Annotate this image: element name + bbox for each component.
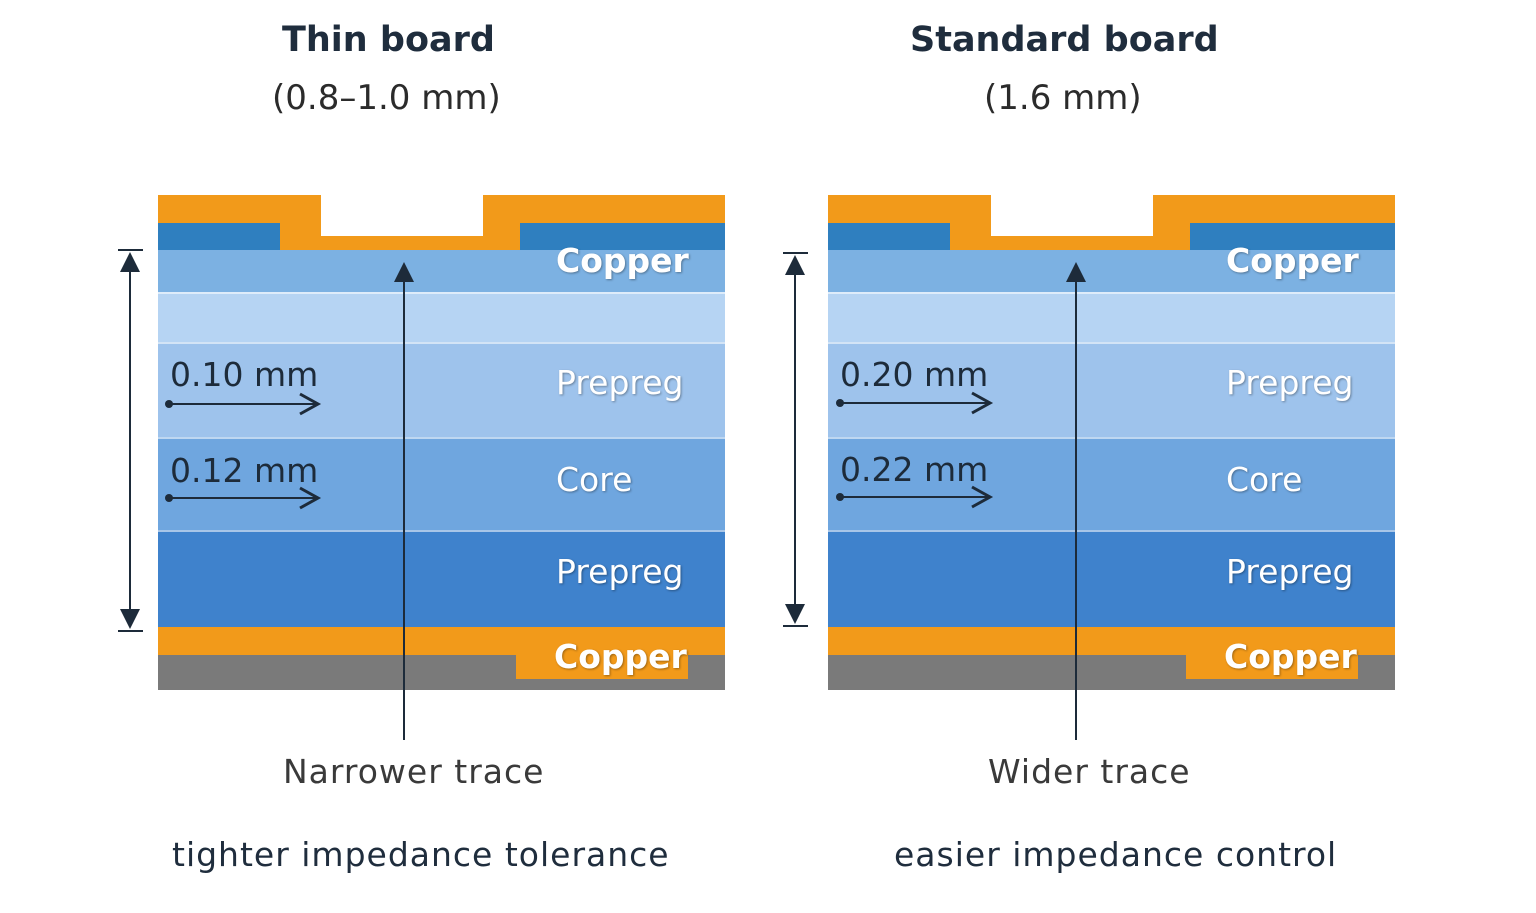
narrower-trace-label: Narrower trace xyxy=(283,752,545,791)
prepreg-layer-bottom xyxy=(828,530,1395,627)
prepreg-bottom-label: Prepreg xyxy=(1226,552,1354,591)
copper-layer-bottom xyxy=(828,627,1395,655)
core-label: Core xyxy=(556,460,633,499)
layer-divider xyxy=(158,292,725,294)
prepreg-bottom-label: Prepreg xyxy=(556,552,684,591)
layer-divider xyxy=(828,342,1395,344)
layer-divider xyxy=(158,437,725,439)
top-dielectric-strip-left xyxy=(158,223,280,250)
top-copper-pad-right xyxy=(483,195,725,223)
thin-board-note: tighter impedance tolerance xyxy=(172,835,670,874)
standard-board-panel: Standard board (1.6 mm) Copper Prepreg C… xyxy=(700,0,1400,913)
top-dielectric-strip-right xyxy=(1190,223,1395,250)
copper-top-label: Copper xyxy=(556,241,689,280)
copper-layer-top xyxy=(158,250,725,292)
prepreg-top-label: Prepreg xyxy=(556,363,684,402)
bottom-copper-tab xyxy=(1186,651,1358,679)
prepreg-layer-bottom xyxy=(158,530,725,627)
trace-gap xyxy=(321,223,483,236)
standard-board-stackup: Copper Prepreg Core Prepreg Copper 0.20 … xyxy=(828,195,1395,690)
copper-layer-bottom xyxy=(158,627,725,655)
copper-top-label: Copper xyxy=(1226,241,1359,280)
light-dielectric-layer xyxy=(158,292,725,342)
prepreg-layer-top xyxy=(158,342,725,437)
copper-layer-top xyxy=(828,250,1395,292)
core-layer xyxy=(158,437,725,530)
core-label: Core xyxy=(1226,460,1303,499)
layer-divider xyxy=(828,292,1395,294)
layer-divider xyxy=(828,437,1395,439)
layer-divider xyxy=(828,530,1395,532)
bottom-copper-tab xyxy=(516,651,688,679)
prepreg-top-label: Prepreg xyxy=(1226,363,1354,402)
prepreg-layer-top xyxy=(828,342,1395,437)
top-dielectric-strip-right xyxy=(520,223,725,250)
core-layer xyxy=(828,437,1395,530)
prepreg-thickness-label: 0.10 mm xyxy=(170,355,319,394)
top-copper-pad-right xyxy=(1153,195,1395,223)
top-copper-pad-left xyxy=(828,195,991,223)
standard-board-title: Standard board xyxy=(910,20,1219,60)
trace-gap xyxy=(991,223,1153,236)
core-thickness-label: 0.22 mm xyxy=(840,450,989,489)
standard-board-note: easier impedance control xyxy=(894,835,1338,874)
light-dielectric-layer xyxy=(828,292,1395,342)
layer-divider xyxy=(158,530,725,532)
copper-bottom-label: Copper xyxy=(1224,637,1357,676)
thin-board-title: Thin board xyxy=(282,20,495,60)
thin-board-subtitle: (0.8–1.0 mm) xyxy=(272,78,501,118)
prepreg-thickness-label: 0.20 mm xyxy=(840,355,989,394)
thin-board-stackup: Copper Prepreg Core Prepreg Copper 0.10 … xyxy=(158,195,725,690)
core-thickness-label: 0.12 mm xyxy=(170,451,319,490)
top-copper-pad-left xyxy=(158,195,321,223)
layer-divider xyxy=(158,342,725,344)
wider-trace-label: Wider trace xyxy=(988,752,1191,791)
thin-board-panel: Thin board (0.8–1.0 mm) Copper Prepreg C… xyxy=(0,0,725,913)
copper-bottom-label: Copper xyxy=(554,637,687,676)
standard-board-subtitle: (1.6 mm) xyxy=(984,78,1142,118)
top-dielectric-strip-left xyxy=(828,223,950,250)
